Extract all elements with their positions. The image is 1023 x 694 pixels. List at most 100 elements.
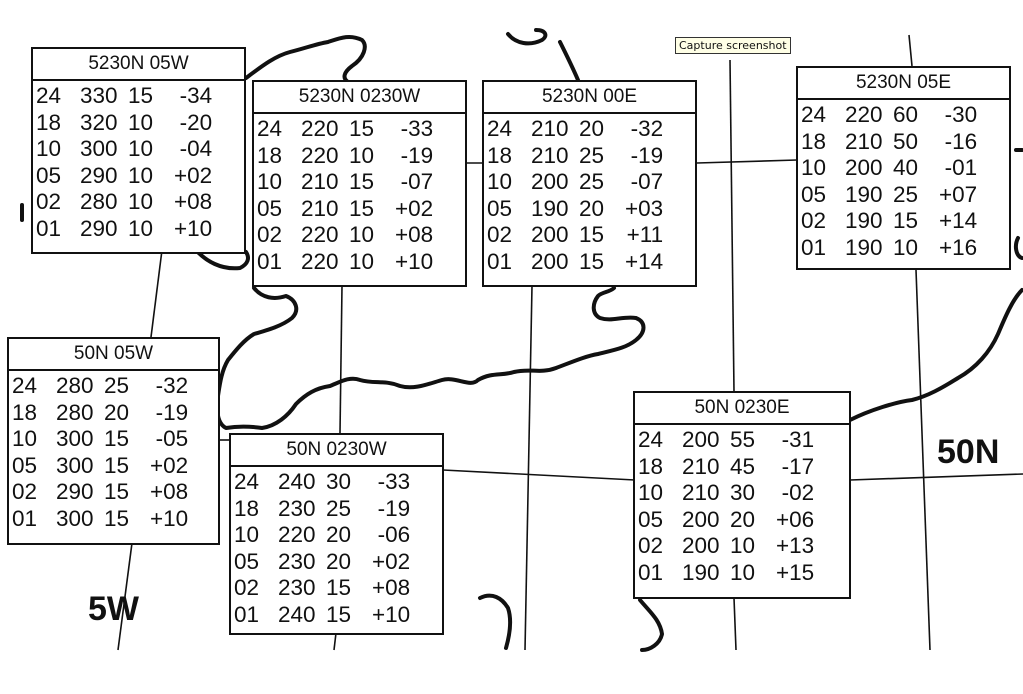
meridian-line: [524, 285, 533, 651]
grid-lines: [117, 34, 1023, 651]
altitude-cell: 24: [487, 116, 513, 141]
wind-direction-cell: 200: [682, 533, 720, 558]
wind-speed-cell: 20: [326, 522, 352, 547]
altitude-cell: 05: [36, 162, 62, 188]
wind-direction-cell: 200: [531, 169, 569, 194]
altitude-cell: 18: [801, 128, 827, 154]
meridian-line: [339, 285, 343, 434]
temperature-cell: -19: [630, 142, 664, 168]
temperature-cell: +08: [372, 575, 411, 600]
wind-speed-cell: 20: [326, 548, 352, 574]
wind-speed-cell: 25: [579, 169, 605, 194]
wind-speed-cell: 15: [104, 479, 130, 504]
temperature-cell: +10: [372, 601, 411, 627]
wind-speed-cell: 10: [128, 109, 154, 135]
temperature-cell: +11: [626, 222, 664, 247]
temperature-cell: +14: [939, 208, 978, 233]
wind-direction-cell: 190: [845, 234, 883, 260]
coastline-segment: [244, 34, 367, 84]
altitude-cell: 05: [638, 506, 664, 532]
altitude-cell: 01: [487, 248, 513, 274]
altitude-cell: 18: [257, 142, 283, 168]
temperature-cell: +08: [150, 479, 189, 504]
coastline-segment: [848, 288, 1023, 422]
temperature-cell: -33: [400, 116, 434, 141]
altitude-cell: 02: [234, 575, 260, 600]
altitude-cell: 01: [801, 234, 827, 260]
wind-direction-cell: 200: [682, 506, 720, 532]
parallel-line: [442, 469, 636, 481]
wind-direction-cell: 290: [80, 215, 118, 241]
temperature-cell: -31: [781, 427, 815, 452]
temperature-cell: -16: [944, 128, 978, 154]
altitude-cell: 10: [234, 522, 260, 547]
wind-speed-cell: 10: [128, 189, 154, 214]
altitude-cell: 01: [257, 248, 283, 274]
coastline-segment: [1013, 236, 1023, 260]
coastline-segment: [192, 246, 250, 271]
box-title: 5230N 05W: [33, 49, 244, 81]
wind-direction-cell: 190: [845, 208, 883, 233]
wind-speed-cell: 10: [128, 162, 154, 188]
wind-direction-cell: 320: [80, 109, 118, 135]
wind-direction-cell: 200: [682, 427, 720, 452]
coastline-segment: [215, 286, 646, 430]
wind-speed-cell: 20: [579, 116, 605, 141]
parallel-line: [696, 159, 798, 164]
wind-direction-cell: 200: [531, 222, 569, 247]
temperature-cell: -30: [944, 102, 978, 127]
wind-speed-cell: 15: [104, 452, 130, 478]
temperature-cell: -04: [179, 136, 213, 161]
altitude-cell: 10: [638, 480, 664, 505]
altitude-cell: 05: [801, 181, 827, 207]
altitude-cell: 24: [801, 102, 827, 127]
coastline: [18, 28, 1023, 652]
altitude-cell: 18: [36, 109, 62, 135]
altitude-cell: 01: [234, 601, 260, 627]
temperature-cell: -07: [630, 169, 664, 194]
wind-speed-cell: 15: [104, 505, 130, 531]
wind-speed-cell: 15: [579, 248, 605, 274]
wind-speed-cell: 15: [128, 83, 154, 108]
altitude-cell: 18: [12, 399, 38, 425]
temperature-cell: +10: [395, 248, 434, 274]
box-title: 5230N 00E: [484, 82, 695, 114]
wind-direction-cell: 280: [56, 399, 94, 425]
wind-direction-cell: 330: [80, 83, 118, 108]
altitude-cell: 05: [12, 452, 38, 478]
wind-speed-cell: 60: [893, 102, 919, 127]
wind-speed-cell: 30: [730, 480, 756, 505]
temperature-cell: +02: [372, 548, 411, 574]
wind-direction-cell: 200: [531, 248, 569, 274]
altitude-cell: 10: [36, 136, 62, 161]
meridian-line: [149, 249, 163, 346]
altitude-cell: 24: [638, 427, 664, 452]
wind-direction-cell: 300: [56, 426, 94, 451]
